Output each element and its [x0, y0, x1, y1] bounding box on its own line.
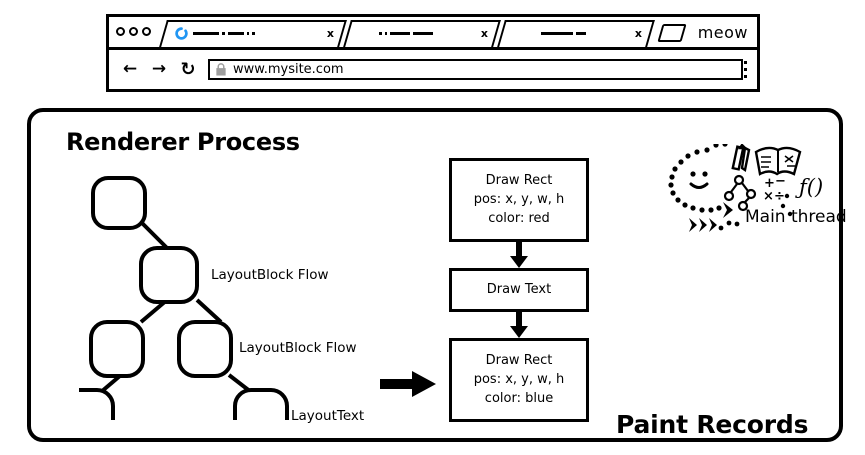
paint-record-box-3[interactable]: Draw Rect pos: x, y, w, h color: blue	[449, 338, 589, 422]
main-thread-svg: + − × ÷ ƒ()	[668, 141, 823, 232]
paint-record-1-line-3: color: red	[488, 211, 550, 227]
paint-record-3-line-1: Draw Rect	[485, 352, 553, 368]
tab-3-close-icon[interactable]: x	[634, 27, 642, 40]
tab-3-title-placeholder	[513, 32, 630, 35]
tree-node-text-1	[79, 388, 115, 420]
tree-node-text-2	[233, 388, 289, 420]
window-control-dot-3[interactable]	[142, 27, 151, 36]
paint-records-list: Draw Rect pos: x, y, w, h color: red Dra…	[449, 158, 589, 422]
layout-tree-diagram: LayoutBlock Flow LayoutBlock Flow Layout…	[79, 170, 409, 424]
right-arrow-icon	[380, 371, 436, 397]
pencil-ruler-icon	[731, 143, 751, 172]
tab-2-title-placeholder	[359, 32, 476, 35]
tab-2-close-icon[interactable]: x	[480, 27, 488, 40]
browser-tab-3[interactable]: x	[497, 20, 655, 47]
svg-text:ƒ(): ƒ()	[795, 175, 823, 199]
page-title: Renderer Process	[66, 128, 300, 156]
tree-label-layoutblock-flow-2: LayoutBlock Flow	[239, 340, 357, 356]
address-bar[interactable]: www.mysite.com	[208, 59, 743, 80]
down-arrow-icon	[510, 312, 528, 338]
open-book-icon	[754, 146, 802, 176]
window-control-dot-1[interactable]	[116, 27, 125, 36]
paint-record-3-line-3: color: blue	[484, 391, 554, 407]
paint-record-box-1[interactable]: Draw Rect pos: x, y, w, h color: red	[449, 158, 589, 242]
window-control-dot-2[interactable]	[129, 27, 138, 36]
back-icon[interactable]: ←	[122, 59, 138, 79]
down-arrow-icon	[510, 242, 528, 268]
main-thread-label: Main thread	[745, 207, 847, 227]
motion-chevron-icons	[689, 202, 740, 232]
paint-record-1-line-1: Draw Rect	[485, 172, 553, 188]
new-tab-button[interactable]	[657, 24, 687, 42]
tree-node-block-2	[89, 320, 145, 378]
padlock-icon	[216, 63, 226, 76]
paint-record-3-line-2: pos: x, y, w, h	[473, 371, 565, 387]
tab-strip: x x x	[109, 17, 757, 50]
function-icon: ƒ()	[795, 175, 823, 199]
layout-tree-svg	[79, 176, 289, 420]
main-thread-illustration: + − × ÷ ƒ() Main thread	[659, 141, 849, 239]
browser-window: x x x	[106, 14, 760, 92]
paint-records-title: Paint Records	[616, 410, 809, 439]
paint-record-2-line-1: Draw Text	[486, 281, 552, 297]
renderer-process-panel: Renderer Process LayoutBlock Flow	[27, 108, 847, 442]
dom-tree-icon	[723, 174, 757, 212]
tree-label-layoutblock-flow-1: LayoutBlock Flow	[211, 267, 329, 283]
paint-record-box-2[interactable]: Draw Text	[449, 268, 589, 312]
browser-menu-icon[interactable]	[744, 61, 747, 78]
window-controls	[116, 27, 151, 36]
browser-tab-2[interactable]: x	[343, 20, 501, 47]
svg-text:×: ×	[763, 189, 774, 204]
brand-label: meow	[697, 23, 748, 42]
reload-icon[interactable]: ↻	[180, 58, 196, 80]
tree-label-layouttext: LayoutText	[291, 408, 365, 424]
svg-text:+: +	[764, 176, 775, 191]
tree-nodes	[79, 176, 289, 420]
dotted-swirl-body	[668, 141, 728, 213]
menu-dot	[744, 68, 747, 71]
browser-tab-1[interactable]: x	[159, 20, 347, 47]
tab-1-close-icon[interactable]: x	[326, 27, 334, 40]
tree-node-root	[91, 176, 147, 230]
smiley-face	[689, 171, 709, 189]
forward-icon[interactable]: →	[151, 59, 167, 79]
tab-1-title-placeholder	[193, 32, 322, 35]
tree-node-block-3	[177, 320, 233, 378]
menu-dot	[744, 75, 747, 78]
new-tab-icon	[657, 24, 687, 42]
paint-record-connector-1	[449, 242, 589, 268]
browser-toolbar: ← → ↻ www.mysite.com	[109, 50, 757, 92]
paint-record-connector-2	[449, 312, 589, 338]
paint-record-1-line-2: pos: x, y, w, h	[473, 191, 565, 207]
loading-spinner-icon	[175, 27, 188, 40]
address-bar-url: www.mysite.com	[233, 62, 344, 77]
menu-dot	[744, 61, 747, 64]
svg-text:−: −	[775, 174, 786, 189]
math-symbols-icon: + − × ÷	[763, 174, 793, 217]
tree-node-block-1	[139, 246, 199, 304]
svg-text:÷: ÷	[774, 189, 785, 204]
